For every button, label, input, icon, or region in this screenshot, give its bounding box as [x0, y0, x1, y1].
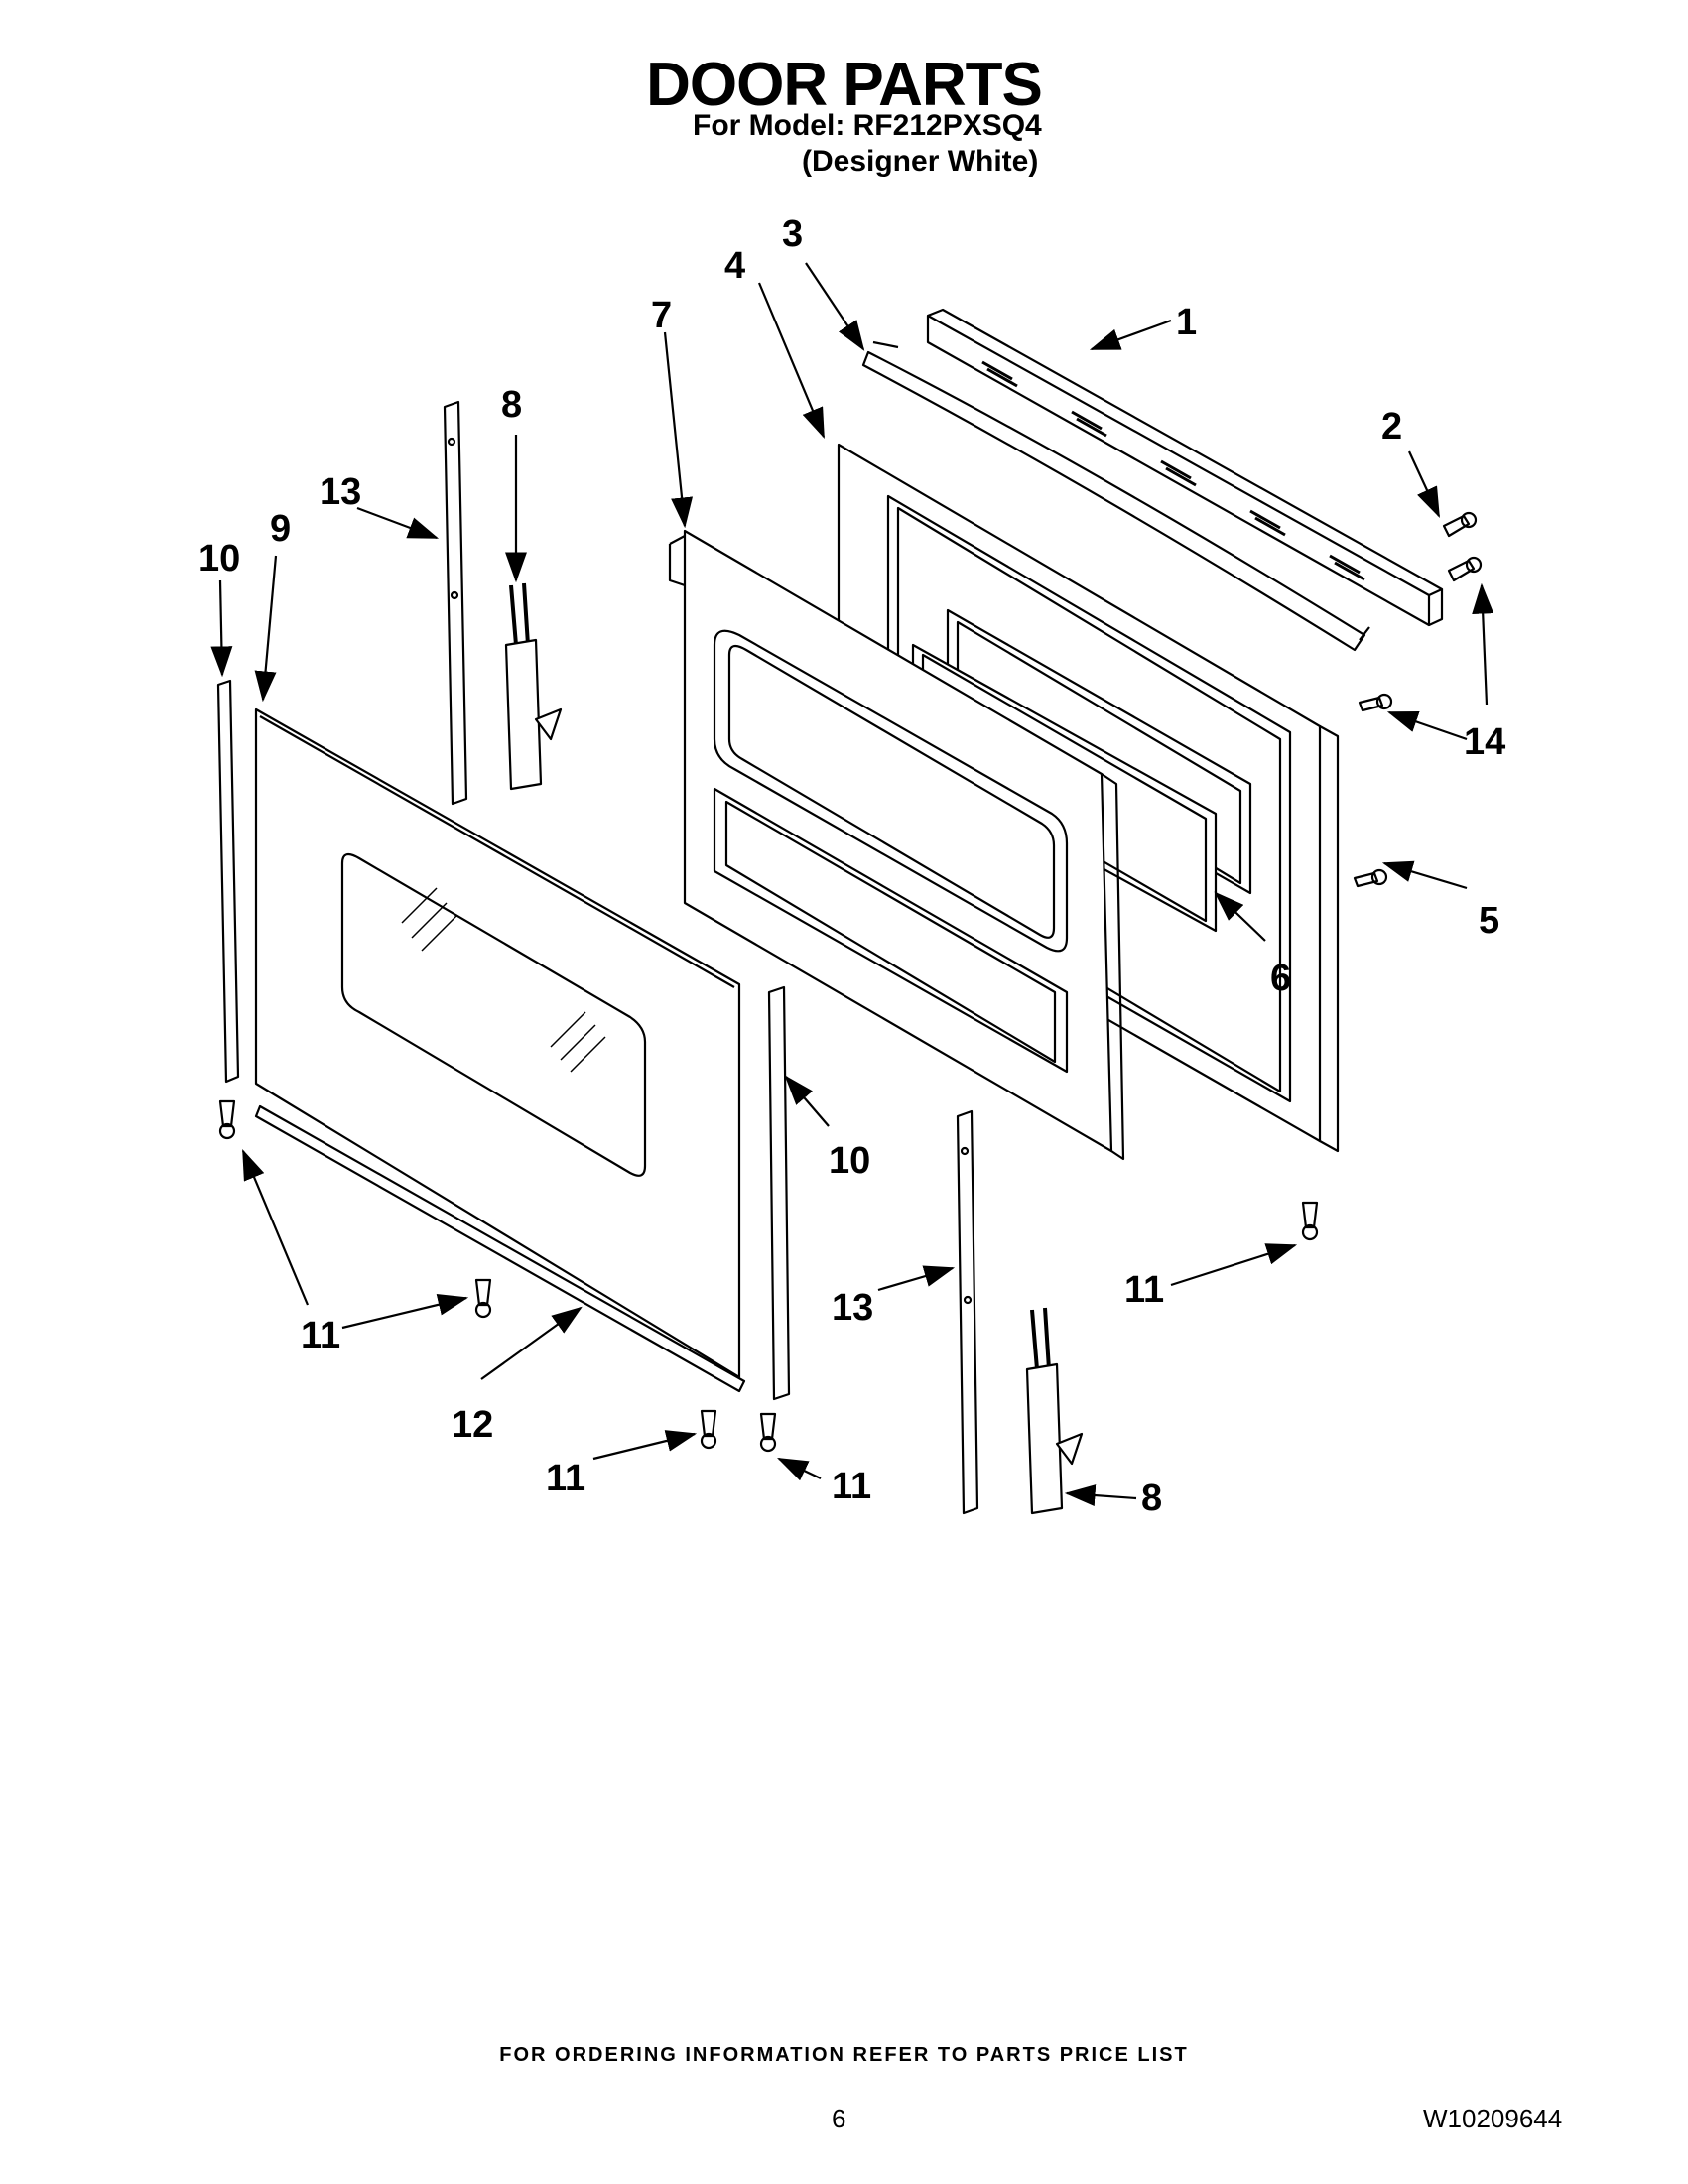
callout-7: 7 — [651, 295, 672, 336]
hinge-upper-part — [504, 582, 563, 791]
callout-11-right: 11 — [1124, 1269, 1164, 1311]
callout-4: 4 — [724, 245, 745, 287]
model-number: For Model: RF212PXSQ4 — [693, 109, 1042, 142]
callout-11-bottom-right: 11 — [832, 1466, 871, 1507]
document-number: W10209644 — [1423, 2104, 1563, 2133]
model-variant: (Designer White) — [802, 145, 1039, 178]
callout-8-lower: 8 — [1141, 1477, 1162, 1519]
handle-part — [861, 340, 1370, 652]
callout-12: 12 — [452, 1404, 493, 1446]
hinge-channel-upper-part — [443, 400, 468, 806]
callout-3: 3 — [782, 213, 803, 255]
callout-1: 1 — [1176, 302, 1197, 343]
callout-11-left: 11 — [301, 1315, 340, 1356]
callout-6: 6 — [1270, 958, 1291, 999]
leader-lines — [210, 262, 1494, 1507]
ordering-note: FOR ORDERING INFORMATION REFER TO PARTS … — [499, 2044, 1189, 2066]
callout-5: 5 — [1479, 900, 1499, 942]
callout-10-right: 10 — [829, 1140, 870, 1182]
callout-8-upper: 8 — [501, 384, 522, 426]
callout-13-lower: 13 — [832, 1287, 873, 1329]
callout-14: 14 — [1464, 721, 1505, 763]
hinge-lower-part — [1025, 1307, 1084, 1515]
screw-parts — [218, 693, 1393, 1453]
bottom-trim-part — [254, 1104, 746, 1393]
callout-13-upper: 13 — [320, 471, 361, 513]
page-number: 6 — [832, 2104, 846, 2133]
top-trim-part — [926, 308, 1444, 627]
callout-2: 2 — [1381, 406, 1402, 448]
callout-10-left: 10 — [198, 538, 240, 579]
page-title: DOOR PARTS — [646, 51, 1043, 119]
hinge-channel-lower-part — [956, 1109, 979, 1515]
door-liner-part — [668, 529, 1125, 1161]
side-trim-right-part — [767, 985, 791, 1401]
outer-door-panel-part — [254, 707, 741, 1379]
screw-part — [1442, 511, 1483, 582]
side-trim-left-part — [216, 679, 240, 1084]
callout-11-bottom-left: 11 — [546, 1458, 585, 1499]
callout-9: 9 — [270, 508, 291, 550]
